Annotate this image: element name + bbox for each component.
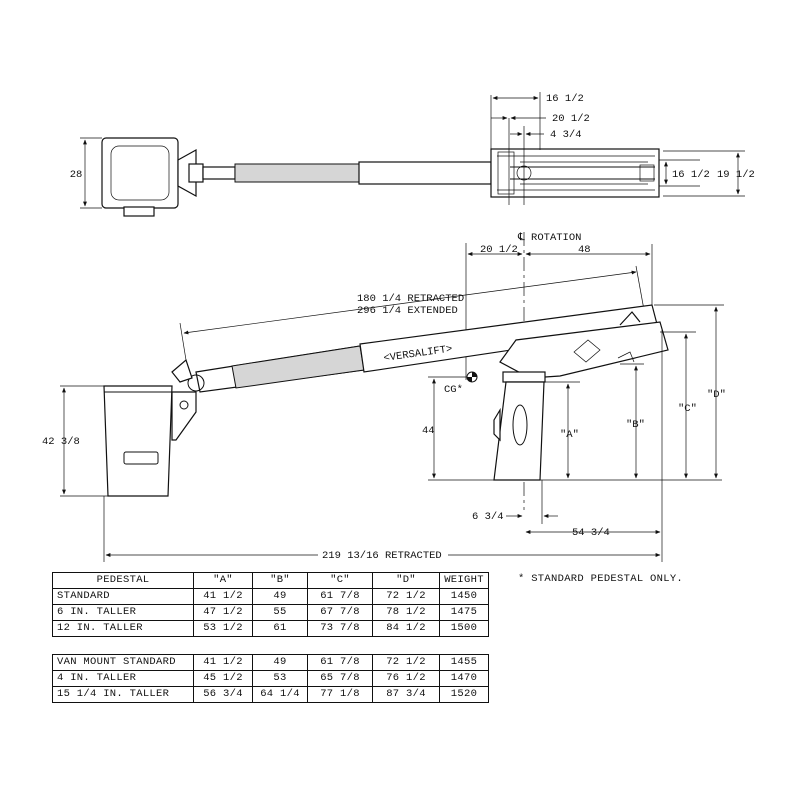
table-cell: 53 — [252, 670, 308, 687]
table-cell: 45 1/2 — [193, 670, 253, 687]
turret-bearing — [502, 371, 546, 383]
bucket-bracket — [171, 391, 197, 441]
table-cell: 78 1/2 — [372, 604, 440, 621]
col-header: WEIGHT — [439, 572, 489, 589]
dim-4-3q-top: 4 3/4 — [550, 129, 582, 141]
table-cell: VAN MOUNT STANDARD — [52, 654, 194, 671]
table-cell: 1455 — [439, 654, 489, 671]
dim-20-half-top: 20 1/2 — [552, 113, 590, 125]
overall-retracted-length: 219 13/16 RETRACTED — [322, 550, 442, 562]
table-cell: 84 1/2 — [372, 620, 440, 637]
boom-lift-dimension-drawing: 28 16 1/2 20 1/2 4 3/4 16 1/2 19 1/2 ℄ R… — [42, 92, 755, 562]
top-boom-tip — [202, 166, 236, 180]
col-header: "A" — [193, 572, 253, 589]
table-cell: 1470 — [439, 670, 489, 687]
dim-20-half-side: 20 1/2 — [480, 244, 518, 256]
table-cell: 65 7/8 — [307, 670, 373, 687]
table-cell: 61 7/8 — [307, 588, 373, 605]
table-row: VAN MOUNT STANDARD 41 1/2 49 61 7/8 72 1… — [52, 654, 489, 671]
top-turret — [490, 148, 660, 198]
table-row: 12 IN. TALLER 53 1/2 61 73 7/8 84 1/2 15… — [52, 620, 489, 637]
side-bucket-slot — [123, 451, 159, 465]
table-cell: 76 1/2 — [372, 670, 440, 687]
boom-inner-section — [231, 345, 365, 389]
table-cell: 47 1/2 — [193, 604, 253, 621]
table-cell: 61 — [252, 620, 308, 637]
top-bucket-mount — [177, 148, 197, 198]
table-cell: 61 7/8 — [307, 654, 373, 671]
table-cell: 73 7/8 — [307, 620, 373, 637]
table-cell: 77 1/8 — [307, 686, 373, 703]
dim-54-3q: 54 3/4 — [572, 527, 610, 539]
top-bucket-inner — [110, 145, 170, 201]
table-cell: 55 — [252, 604, 308, 621]
col-header: "B" — [252, 572, 308, 589]
top-boom-main — [358, 161, 492, 185]
boom-retracted-length: 180 1/4 RETRACTED — [357, 293, 464, 305]
table-cell: 67 7/8 — [307, 604, 373, 621]
boom-tip-head — [171, 358, 193, 383]
table-row: 4 IN. TALLER 45 1/2 53 65 7/8 76 1/2 147… — [52, 670, 489, 687]
table-row: 15 1/4 IN. TALLER 56 3/4 64 1/4 77 1/8 8… — [52, 686, 489, 703]
dim-44: 44 — [422, 425, 435, 437]
table-cell: 1475 — [439, 604, 489, 621]
table-cell: STANDARD — [52, 588, 194, 605]
table-cell: 15 1/4 IN. TALLER — [52, 686, 194, 703]
col-header: PEDESTAL — [52, 572, 194, 589]
table-cell: 41 1/2 — [193, 588, 253, 605]
side-bucket — [103, 385, 173, 497]
table-header-row: PEDESTAL "A" "B" "C" "D" WEIGHT — [52, 572, 489, 589]
table-cell: 53 1/2 — [193, 620, 253, 637]
table-cell: 49 — [252, 588, 308, 605]
pedestal-access-hole — [512, 404, 528, 446]
table-cell: 72 1/2 — [372, 654, 440, 671]
dim-48: 48 — [578, 244, 591, 256]
turret-logo — [573, 339, 601, 363]
bucket-rotator — [187, 374, 205, 392]
dim-19-half-side: 19 1/2 — [717, 169, 755, 181]
table-cell: 1500 — [439, 620, 489, 637]
footnote: * STANDARD PEDESTAL ONLY. — [518, 573, 684, 585]
boom-extended-length: 296 1/4 EXTENDED — [357, 305, 458, 317]
label-d: "D" — [707, 389, 726, 401]
table-cell: 87 3/4 — [372, 686, 440, 703]
dim-16-half-side: 16 1/2 — [672, 169, 710, 181]
side-view: ℄ ROTATION 20 1/2 48 180 1/4 RETRACTED 2… — [42, 232, 726, 562]
table-row: STANDARD 41 1/2 49 61 7/8 72 1/2 1450 — [52, 588, 489, 605]
top-bucket-step — [123, 206, 155, 217]
dim-6-3q: 6 3/4 — [472, 511, 504, 523]
table-cell: 49 — [252, 654, 308, 671]
label-b: "B" — [626, 419, 645, 431]
dim-42-3-8: 42 3/8 — [42, 436, 80, 448]
table-cell: 6 IN. TALLER — [52, 604, 194, 621]
table-cell: 41 1/2 — [193, 654, 253, 671]
table-cell: 1520 — [439, 686, 489, 703]
dim-28: 28 — [70, 169, 83, 181]
top-boom-fly — [234, 163, 360, 183]
boom-pivot-bracket — [619, 311, 641, 326]
pedestal — [493, 381, 545, 481]
table-cell: 12 IN. TALLER — [52, 620, 194, 637]
pedestal-dimensions-table: PEDESTAL "A" "B" "C" "D" WEIGHT STANDARD… — [52, 572, 489, 637]
table-cell: 72 1/2 — [372, 588, 440, 605]
table-row: 6 IN. TALLER 47 1/2 55 67 7/8 78 1/2 147… — [52, 604, 489, 621]
rotation-label: ℄ ROTATION — [517, 232, 581, 244]
top-rotator — [188, 163, 204, 183]
col-header: "C" — [307, 572, 373, 589]
dim-16-half-top: 16 1/2 — [546, 93, 584, 105]
van-mount-dimensions-table: VAN MOUNT STANDARD 41 1/2 49 61 7/8 72 1… — [52, 654, 489, 703]
table-cell: 4 IN. TALLER — [52, 670, 194, 687]
label-c: "C" — [678, 403, 697, 415]
cg-label: CG* — [444, 384, 463, 396]
label-a: "A" — [560, 429, 579, 441]
col-header: "D" — [372, 572, 440, 589]
table-cell: 1450 — [439, 588, 489, 605]
table-cell: 56 3/4 — [193, 686, 253, 703]
table-cell: 64 1/4 — [252, 686, 308, 703]
top-view: 28 16 1/2 20 1/2 4 3/4 16 1/2 19 1/2 — [70, 92, 755, 217]
